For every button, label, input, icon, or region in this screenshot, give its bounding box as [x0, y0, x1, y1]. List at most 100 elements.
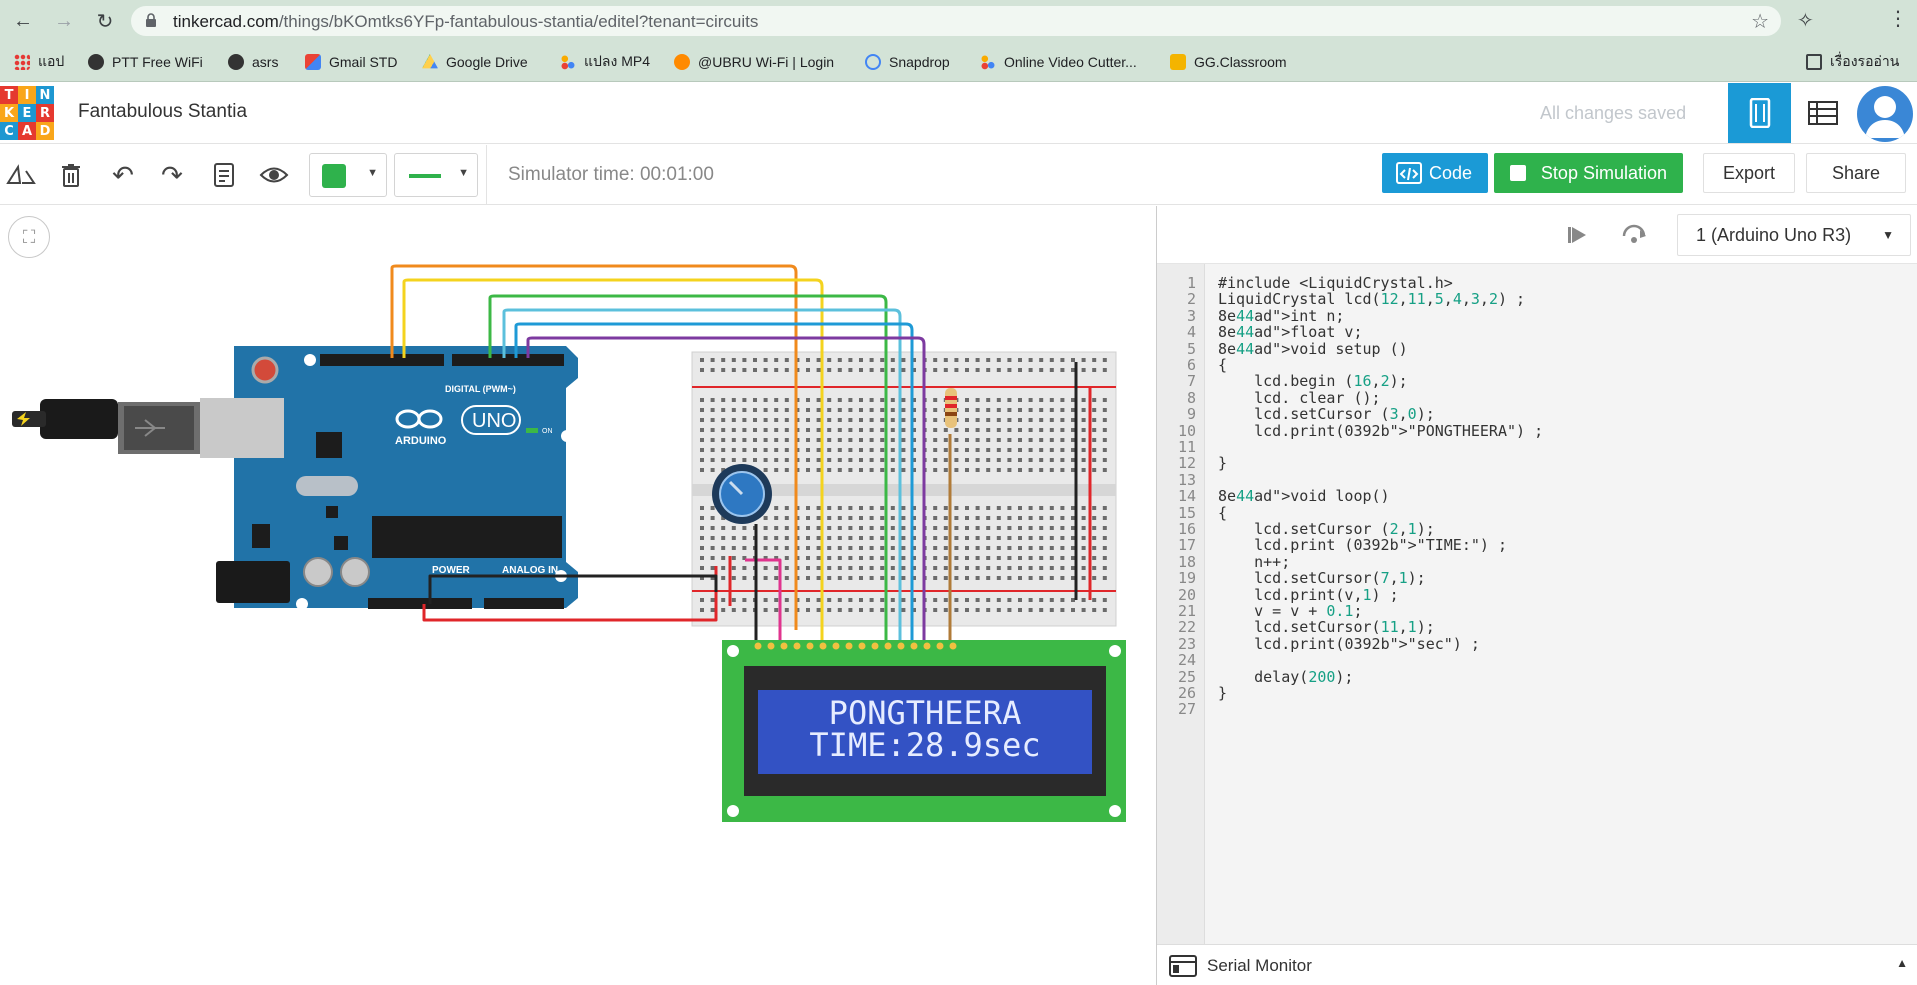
bookmark-label: @UBRU Wi-Fi | Login — [698, 54, 835, 70]
bookmark-ubru-wifi[interactable]: @UBRU Wi-Fi | Login — [674, 51, 834, 73]
wire[interactable] — [422, 566, 718, 622]
zoom-to-fit-button[interactable]: ⛶ — [8, 216, 50, 258]
stop-simulation-button[interactable]: Stop Simulation — [1494, 153, 1683, 193]
reload-icon[interactable]: ↻ — [96, 10, 114, 33]
code-line: } — [1218, 454, 1228, 473]
bookmark-classroom[interactable]: GG.Classroom — [1170, 51, 1287, 73]
arduino-uno-board[interactable]: DIGITAL (PWM~) ARDUINO UNO ON POWER ANAL… — [200, 346, 578, 610]
line-number: 24 — [1177, 651, 1196, 670]
simulator-time: Simulator time: 00:01:00 — [508, 164, 714, 185]
line-number: 7 — [1186, 372, 1196, 391]
back-icon[interactable]: ← — [13, 9, 33, 32]
board-select-dropdown[interactable]: 1 (Arduino Uno R3) ▼ — [1677, 214, 1911, 256]
bookmark-gmail[interactable]: Gmail STD — [305, 51, 397, 73]
browser-menu-icon[interactable]: ⋮ — [1888, 8, 1908, 30]
logo-letter: K — [0, 104, 18, 122]
power-header-label: POWER — [432, 565, 471, 576]
color-dropdown[interactable]: ▼ — [309, 153, 387, 197]
wire[interactable] — [526, 336, 926, 640]
editor-toolbar: ↶ ↷ ▼ ▼ Simulator time: 00:01:00 Code St… — [0, 145, 1917, 205]
circuit-view-button[interactable] — [1728, 83, 1791, 143]
forward-icon[interactable]: → — [54, 9, 74, 32]
bookmark-asrs[interactable]: asrs — [228, 51, 278, 73]
arduino-brand-text: ARDUINO — [395, 435, 447, 447]
wire[interactable] — [488, 294, 888, 640]
reading-list[interactable]: เรื่องรออ่าน — [1806, 51, 1899, 73]
code-line: } — [1218, 684, 1228, 702]
wire-style-icon — [409, 174, 441, 178]
share-button[interactable]: Share — [1806, 153, 1906, 193]
resistor[interactable] — [945, 388, 957, 428]
line-number: 14 — [1177, 487, 1196, 506]
lcd-line-2: TIME:28.9sec — [809, 726, 1040, 764]
debug-step-icon[interactable] — [1621, 222, 1647, 248]
line-number: 3 — [1186, 306, 1196, 325]
visibility-eye-icon[interactable] — [259, 160, 289, 190]
wire[interactable] — [514, 322, 914, 640]
code-editor-icon — [1396, 162, 1422, 184]
schematic-view-button[interactable] — [1791, 83, 1854, 143]
circuit-canvas[interactable]: DIGITAL (PWM~) ARDUINO UNO ON POWER ANAL… — [0, 206, 1156, 985]
step-play-icon[interactable] — [1567, 224, 1591, 246]
bookmark-star-icon[interactable]: ☆ — [1751, 11, 1769, 33]
globe-icon — [88, 54, 104, 70]
bookmark-mp4[interactable]: แปลง MP4 — [560, 51, 650, 73]
bookmark-google-drive[interactable]: Google Drive — [422, 51, 528, 73]
bookmark-label: Snapdrop — [889, 54, 950, 70]
expand-up-icon[interactable]: ▲ — [1896, 956, 1908, 970]
wire[interactable] — [502, 308, 902, 640]
bookmark-label: PTT Free WiFi — [112, 54, 203, 70]
line-number: 2 — [1186, 290, 1196, 309]
bookmark-label: แปลง MP4 — [584, 53, 651, 69]
code-line: 8e44ad">int n; — [1218, 306, 1345, 325]
bookmark-apps[interactable]: แอป — [14, 51, 64, 73]
stop-icon — [1510, 165, 1526, 181]
potentiometer[interactable] — [712, 464, 772, 524]
stop-simulation-label: Stop Simulation — [1540, 162, 1667, 183]
design-title[interactable]: Fantabulous Stantia — [78, 101, 248, 122]
chevron-down-icon: ▼ — [367, 167, 378, 179]
redo-icon[interactable]: ↷ — [161, 159, 183, 190]
serial-monitor-bar[interactable]: Serial Monitor ▲ — [1157, 944, 1917, 985]
wire[interactable] — [390, 264, 798, 630]
color-swatch — [322, 164, 346, 188]
line-number: 1 — [1186, 274, 1196, 292]
line-number: 22 — [1177, 618, 1196, 637]
serial-monitor-icon — [1169, 955, 1197, 977]
wire[interactable] — [402, 278, 824, 640]
undo-icon[interactable]: ↶ — [112, 159, 134, 190]
wire-type-dropdown[interactable]: ▼ — [394, 153, 478, 197]
chevron-down-icon: ▼ — [1882, 228, 1894, 242]
code-line: lcd. clear (); — [1218, 388, 1381, 407]
arduino-model-text: UNO — [472, 410, 516, 432]
bookmark-label: GG.Classroom — [1194, 54, 1287, 70]
code-line: v = v + 0.1; — [1218, 602, 1363, 620]
bookmark-snapdrop[interactable]: Snapdrop — [865, 51, 950, 73]
logo-letter: T — [0, 86, 18, 104]
notes-icon[interactable] — [209, 160, 239, 190]
bookmarks-bar: แอป PTT Free WiFi asrs Gmail STD Google … — [0, 41, 1917, 82]
line-number: 20 — [1177, 585, 1196, 604]
lcd-pins — [754, 642, 957, 650]
bookmark-ptt-wifi[interactable]: PTT Free WiFi — [88, 51, 203, 73]
code-line: #include <LiquidCrystal.h> — [1218, 274, 1453, 292]
code-line: 8e44ad">void loop() — [1218, 487, 1390, 506]
code-line: lcd.print(0392b">"sec") ; — [1218, 634, 1480, 653]
export-button[interactable]: Export — [1703, 153, 1795, 193]
wire[interactable] — [428, 574, 718, 604]
line-number: 26 — [1177, 684, 1196, 702]
rotate-icon[interactable] — [6, 160, 36, 190]
trash-icon[interactable] — [56, 160, 86, 190]
code-line: lcd.print(0392b">"PONGTHEERA") ; — [1218, 421, 1544, 440]
user-avatar[interactable] — [1857, 86, 1913, 142]
code-button[interactable]: Code — [1382, 153, 1488, 193]
wires[interactable] — [390, 264, 1092, 642]
extensions-icon[interactable]: ✧ — [1797, 10, 1814, 32]
lcd-display[interactable]: PONGTHEERA TIME:28.9sec — [722, 640, 1126, 822]
address-bar[interactable]: tinkercad.com/things/bKOmtks6YFp-fantabu… — [131, 6, 1781, 36]
line-number: 19 — [1177, 569, 1196, 588]
line-number: 12 — [1177, 454, 1196, 473]
bookmark-video-cutter[interactable]: Online Video Cutter... — [980, 51, 1137, 73]
